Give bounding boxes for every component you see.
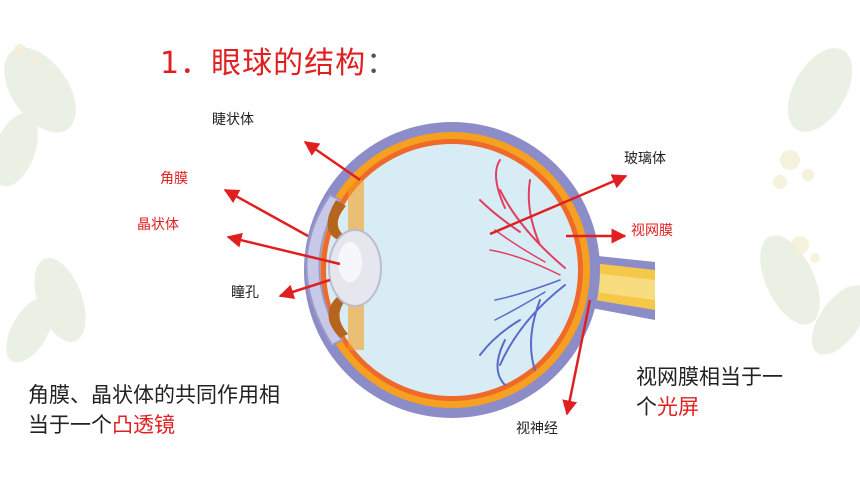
iris-lower: [328, 296, 348, 338]
caption-right-line1: 视网膜相当于一: [636, 365, 783, 389]
caption-left-highlight: 凸透镜: [112, 413, 175, 437]
arrow-lens: [226, 232, 341, 266]
caption-right-highlight: 光屏: [657, 395, 699, 419]
retinal-vessels: [479, 159, 566, 386]
label-pupil: 瞳孔: [231, 285, 259, 301]
caption-left: 角膜、晶状体的共同作用相 当于一个凸透镜: [28, 380, 280, 440]
arrow-cornea: [223, 188, 309, 238]
iris: [327, 200, 346, 240]
label-vitreous: 玻璃体: [624, 151, 666, 167]
arrow-optic-nerve: [562, 299, 592, 416]
caption-right-line2: 个光屏: [636, 395, 699, 419]
arrow-ciliary: [303, 140, 361, 182]
label-cornea: 角膜: [160, 171, 188, 187]
caption-left-line2: 当于一个凸透镜: [28, 413, 175, 437]
label-ciliary-body: 睫状体: [212, 112, 254, 128]
caption-right: 视网膜相当于一 个光屏: [636, 362, 783, 422]
label-retina: 视网膜: [631, 223, 673, 239]
arrow-vitreous: [489, 174, 628, 236]
label-lens: 晶状体: [137, 217, 179, 233]
vitreous-body: [326, 144, 578, 396]
label-optic-nerve: 视神经: [516, 421, 558, 437]
cornea: [305, 193, 344, 347]
caption-left-line1: 角膜、晶状体的共同作用相: [28, 383, 280, 407]
page-title: 1．眼球的结构：: [160, 46, 398, 81]
title-colon: ：: [366, 46, 398, 81]
arrow-pupil: [278, 278, 331, 300]
